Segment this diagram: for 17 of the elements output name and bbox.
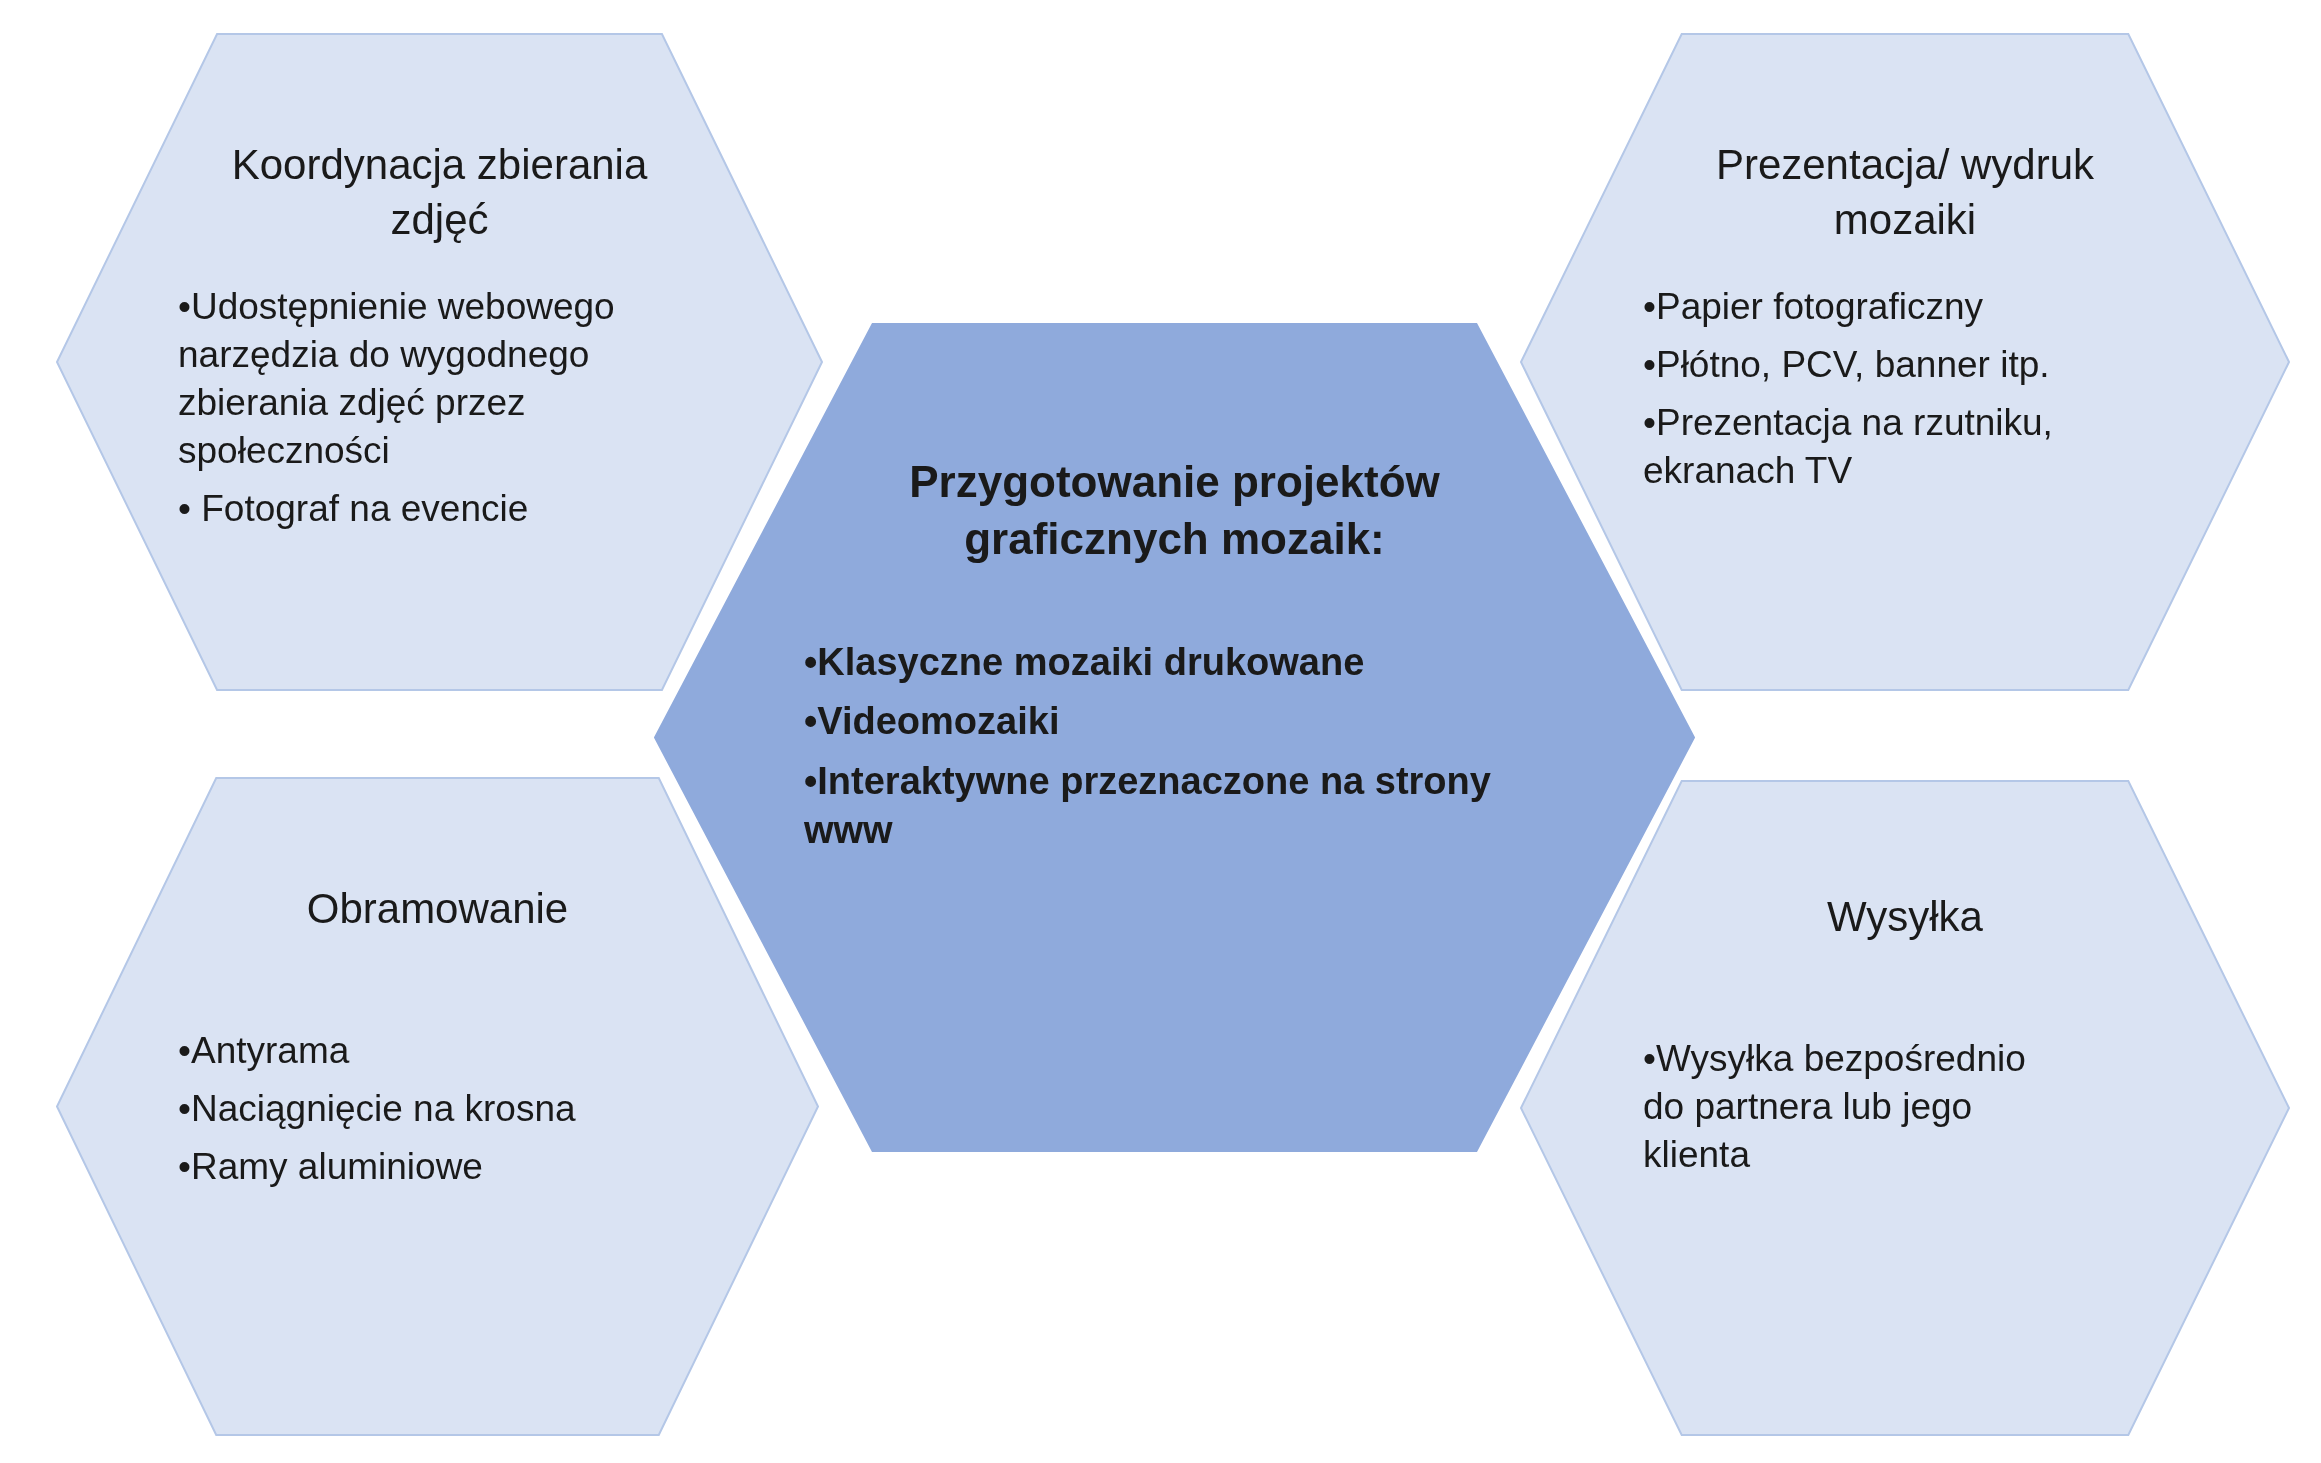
hexagon-heading: Prezentacja/ wydruk mozaiki — [1714, 140, 2096, 245]
hexagon-heading: Obramowanie — [305, 884, 570, 934]
hexagon-heading: Przygotowanie projektów graficznych mozaik: — [908, 456, 1441, 566]
bullet-item: •Udostępnienie webowego narzędzia do wygodnego zbierania zdjęć przez społeczności — [178, 285, 616, 474]
bullet-item: • Fotograf na evencie — [178, 487, 530, 532]
bullet-item: •Płótno, PCV, banner itp. — [1643, 343, 2051, 388]
bullet-item: •Ramy aluminiowe — [178, 1145, 484, 1190]
bullet-item: •Antyrama — [178, 1029, 351, 1073]
bullet-item: •Wysyłka bezpośrednio do partnera lub jego klienta — [1643, 1037, 2027, 1178]
bullet-item: •Prezentacja na rzutniku, ekranach TV — [1643, 401, 2054, 494]
bullet-item: •Interaktywne przeznaczone na strony www — [804, 758, 1492, 854]
bullet-item: •Papier fotograficzny — [1643, 285, 1984, 329]
hexagon-heading: Koordynacja zbierania zdjęć — [230, 140, 649, 245]
bullet-item: •Naciągnięcie na krosna — [178, 1087, 577, 1132]
bullet-item: •Videomozaiki — [804, 699, 1061, 745]
hexagon-heading: Wysyłka — [1826, 892, 1984, 942]
bullet-item: •Klasyczne mozaiki drukowane — [804, 640, 1366, 685]
